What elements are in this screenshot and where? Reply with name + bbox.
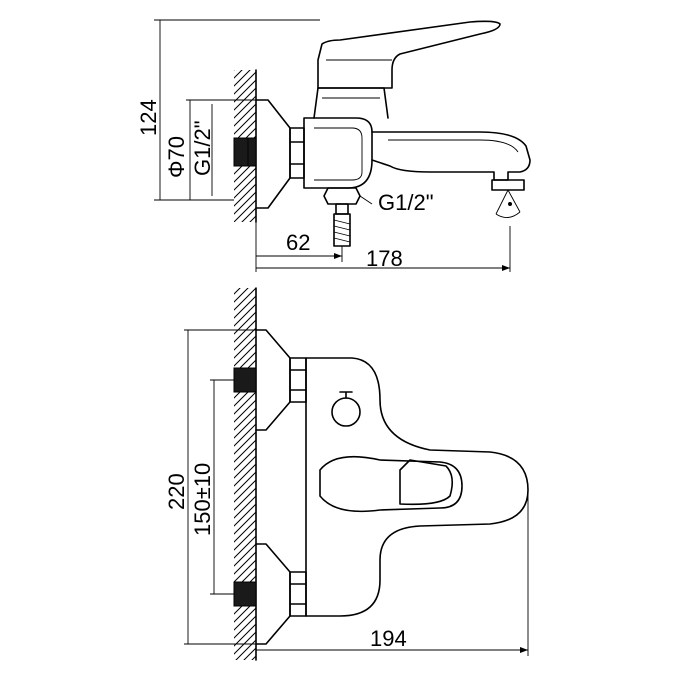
total-depth-label: 178 bbox=[366, 246, 403, 271]
side-view: G1/2" 124 Φ70 G1/2" 62 178 bbox=[136, 19, 531, 272]
spout-offset-label: 62 bbox=[286, 230, 310, 255]
flange-diameter-label: Φ70 bbox=[164, 136, 189, 178]
spout-side bbox=[371, 131, 531, 181]
flange-side bbox=[255, 99, 291, 209]
inlet-spacing-label: 150±10 bbox=[190, 463, 215, 536]
lever-handle-front bbox=[319, 455, 463, 513]
diverter-knob bbox=[331, 397, 361, 427]
top-height-label: 124 bbox=[136, 99, 161, 136]
inlet-thread-label: G1/2" bbox=[190, 120, 215, 176]
total-width-label: 194 bbox=[370, 626, 407, 651]
upper-flange-front bbox=[255, 329, 291, 431]
outlet-connector-side bbox=[323, 187, 361, 205]
front-view: 220 150±10 194 bbox=[164, 287, 529, 661]
lower-flange-front bbox=[255, 543, 291, 645]
outlet-thread-label: G1/2" bbox=[378, 190, 434, 215]
connector-nut-side bbox=[289, 127, 305, 179]
mixer-body-front bbox=[305, 357, 529, 617]
lever-handle-side bbox=[317, 20, 501, 89]
total-height-label: 220 bbox=[164, 473, 189, 510]
